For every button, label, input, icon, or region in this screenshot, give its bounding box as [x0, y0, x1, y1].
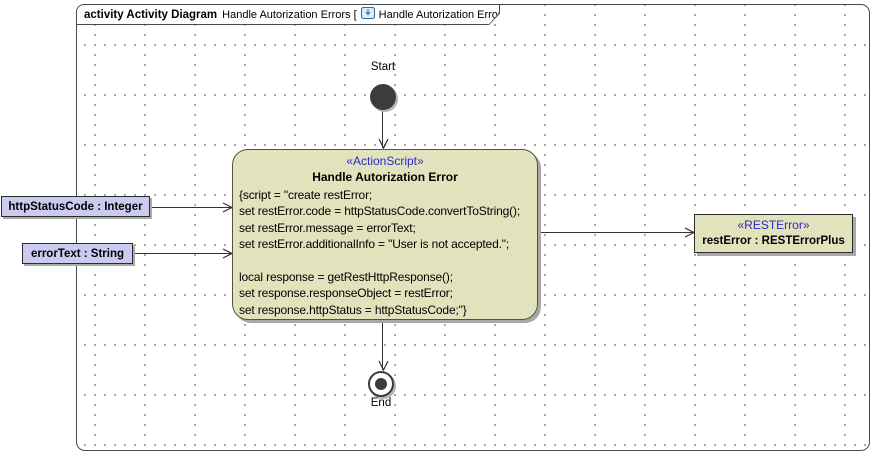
resterror-node[interactable]: «RESTError» restError : RESTErrorPlus — [694, 214, 853, 253]
script-line: set restError.additionalInfo = "User is … — [239, 237, 510, 252]
edge-httpstatuscode-to-action[interactable] — [150, 207, 232, 208]
activity-diagram-icon — [361, 6, 375, 23]
script-line: set restError.code = httpStatusCode.conv… — [239, 204, 521, 219]
arrow-down-icon — [378, 360, 389, 372]
script-line — [233, 253, 537, 269]
script-line: set response.responseObject = restError; — [239, 286, 453, 301]
start-node-label: Start — [370, 61, 396, 73]
script-line: local response = getRestHttpResponse(); — [239, 270, 453, 285]
script-line: set response.httpStatus = httpStatusCode… — [239, 302, 467, 317]
action-name: Handle Autorization Error — [312, 170, 458, 184]
edge-start-to-action[interactable] — [382, 110, 383, 148]
final-node[interactable] — [368, 371, 394, 397]
frame-title-text-suffix: Handle Autorization Errors ] — [378, 8, 514, 21]
param-node-errortext[interactable]: errorText : String — [22, 243, 133, 264]
param-node-httpstatuscode[interactable]: httpStatusCode : Integer — [1, 196, 150, 217]
final-node-dot — [375, 378, 387, 390]
frame-keyword: activity Activity Diagram — [84, 8, 218, 21]
script-line: set restError.message = errorText; — [239, 220, 416, 235]
frame-title-tab: activity Activity Diagram Handle Autoriz… — [76, 4, 500, 25]
edge-action-to-resterror[interactable] — [540, 232, 694, 233]
initial-node[interactable] — [370, 84, 396, 110]
end-node-label: End — [370, 397, 392, 409]
action-node-handle-autorization-error[interactable]: «ActionScript» Handle Autorization Error… — [232, 149, 538, 320]
frame-title-text: Handle Autorization Errors [ — [222, 8, 357, 21]
resterror-name: restError : RESTErrorPlus — [702, 235, 845, 247]
edge-errortext-to-action[interactable] — [133, 253, 232, 254]
script-line: {script = "create restError; — [239, 188, 373, 202]
arrow-down-icon — [378, 138, 389, 150]
resterror-stereotype: «RESTError» — [737, 218, 810, 232]
action-stereotype: «ActionScript» — [346, 154, 424, 168]
edge-action-to-end[interactable] — [382, 322, 383, 370]
